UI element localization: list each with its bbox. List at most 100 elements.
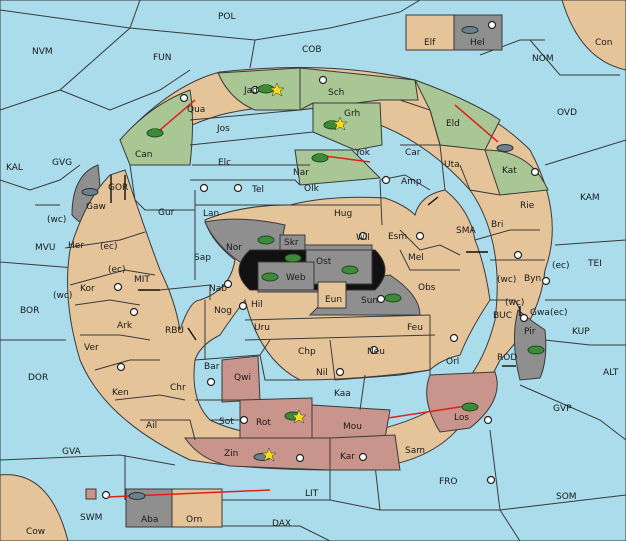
label-rbu: RBU	[165, 326, 184, 336]
label-gva: GVA	[62, 447, 82, 457]
label-uta: Uta	[444, 160, 460, 170]
land-eld[interactable]	[413, 79, 501, 151]
label-bar: Bar	[204, 362, 220, 372]
army-sun[interactable]	[384, 293, 402, 303]
army-nor[interactable]	[257, 235, 275, 245]
label-hug: Hug	[334, 209, 352, 219]
fleet-kat[interactable]	[496, 144, 514, 152]
label-sap: Sap	[194, 253, 211, 263]
army-can[interactable]	[146, 128, 164, 138]
label-elf: Elf	[424, 38, 436, 48]
army-web[interactable]	[261, 272, 279, 282]
label-qwi: Qwi	[234, 373, 251, 383]
label-hil: Hil	[251, 300, 263, 310]
label-som: SOM	[556, 492, 577, 502]
fleet-aba[interactable]	[128, 492, 146, 500]
label-ost: Ost	[316, 257, 332, 267]
label-amp: Amp	[401, 177, 422, 187]
label-nil: Nil	[316, 368, 328, 378]
label-skr: Skr	[284, 238, 299, 248]
label-mou: Mou	[343, 422, 362, 432]
label-obs: Obs	[418, 283, 436, 293]
label-jad: Jad	[243, 86, 258, 96]
label-ec-byn: (ec)	[552, 261, 570, 271]
coast-labels: (wc) (ec) (ec) (wc) (ec) (wc) (wc) (ec)	[47, 215, 570, 318]
label-kat: Kat	[502, 166, 517, 176]
label-tei: TEI	[587, 259, 602, 269]
land-swm-coast	[85, 488, 97, 500]
label-eld: Eld	[446, 119, 460, 129]
label-orn: Orn	[186, 515, 202, 525]
land-los[interactable]	[426, 371, 498, 433]
label-jos: Jos	[216, 124, 230, 134]
label-nor: Nor	[226, 243, 242, 253]
land-pir[interactable]	[513, 309, 547, 381]
label-dor: DOR	[28, 373, 48, 383]
label-gvp: GVP	[553, 404, 572, 414]
label-kaa: Kaa	[334, 389, 351, 399]
label-her: Her	[68, 241, 84, 251]
label-gvg: GVG	[52, 158, 72, 168]
land-grh[interactable]	[312, 102, 383, 151]
label-sot: Sot	[219, 417, 234, 427]
label-car: Car	[405, 148, 421, 158]
label-lit: LIT	[305, 489, 319, 499]
label-qua: Qua	[187, 105, 205, 115]
army-skr[interactable]	[284, 253, 302, 263]
land-hel[interactable]	[453, 14, 503, 51]
label-orl: Orl	[446, 357, 459, 367]
label-wc-her: (wc)	[47, 215, 66, 225]
label-bor: BOR	[20, 306, 39, 316]
label-kal: KAL	[6, 163, 23, 173]
label-sun: Sun	[361, 296, 378, 306]
label-rot: Rot	[256, 418, 271, 428]
land-orn[interactable]	[171, 488, 223, 528]
label-uru: Uru	[254, 323, 270, 333]
land-sch[interactable]	[299, 67, 419, 111]
land-kar[interactable]	[329, 434, 401, 471]
label-wc-kor: (wc)	[53, 291, 72, 301]
army-los[interactable]	[461, 402, 479, 412]
label-los: Los	[454, 413, 469, 423]
label-ail: Ail	[146, 421, 157, 431]
label-mit: MIT	[134, 275, 150, 285]
label-aba: Aba	[141, 515, 158, 525]
label-ec-her: (ec)	[100, 242, 118, 252]
label-fun: FUN	[153, 53, 172, 63]
label-zin: Zin	[224, 449, 238, 459]
land-eun[interactable]	[317, 281, 347, 309]
land-kat[interactable]	[484, 149, 549, 196]
label-pol: POL	[218, 12, 236, 22]
label-hel: Hel	[470, 38, 485, 48]
land-ost-over	[305, 249, 373, 285]
label-gwa: Gwa	[530, 308, 550, 318]
land-labels: Elf Hel Jad Sch Qua Jos Grh Can Eld Yok …	[68, 38, 550, 525]
label-rod: ROD	[497, 353, 517, 363]
label-con: Con	[595, 38, 613, 48]
label-cow: Cow	[26, 527, 45, 537]
army-pir[interactable]	[527, 345, 545, 355]
label-kor: Kor	[80, 284, 95, 294]
army-nar[interactable]	[311, 153, 329, 163]
label-fro: FRO	[439, 477, 458, 487]
label-chp: Chp	[298, 347, 316, 357]
label-feu: Feu	[407, 323, 423, 333]
label-esm: Esm	[388, 232, 407, 242]
label-pir: Pir	[524, 327, 536, 337]
label-elc: Elc	[218, 158, 231, 168]
label-nar: Nar	[293, 168, 309, 178]
label-nom: NOM	[532, 54, 554, 64]
label-mel: Mel	[408, 253, 424, 263]
label-alt: ALT	[603, 368, 619, 378]
land-can[interactable]	[119, 89, 193, 166]
fleet-hel[interactable]	[461, 26, 479, 34]
fleet-gaw[interactable]	[81, 188, 99, 196]
label-grh: Grh	[344, 109, 360, 119]
land-elf[interactable]	[405, 14, 455, 51]
label-kam: KAM	[580, 193, 600, 203]
label-web: Web	[286, 273, 306, 283]
label-nog: Nog	[214, 306, 232, 316]
army-ost[interactable]	[341, 265, 359, 275]
